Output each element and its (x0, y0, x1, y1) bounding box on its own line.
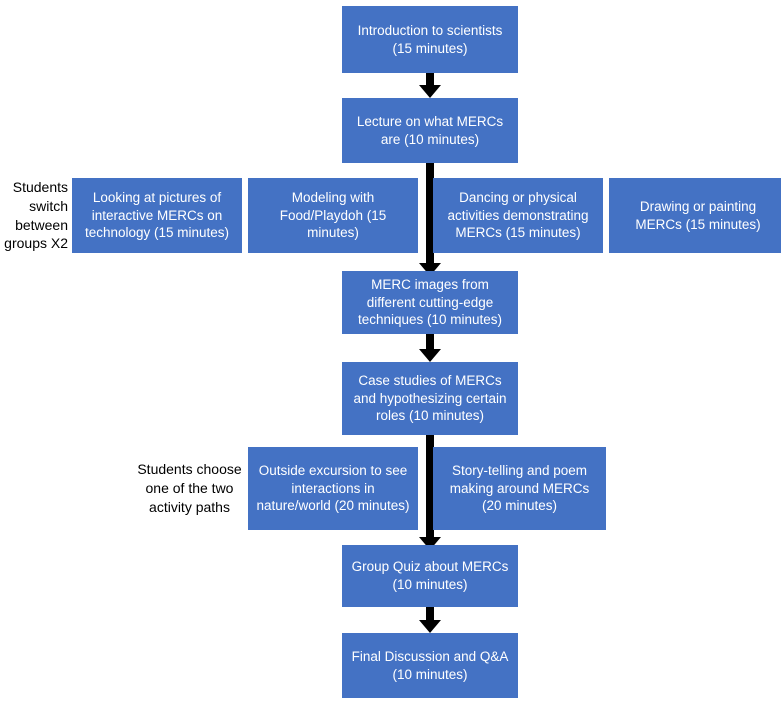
node-station-pictures[interactable]: Looking at pictures of interactive MERCs… (72, 178, 242, 253)
label-students-choose-path-text: Students choose one of the two activity … (137, 461, 242, 515)
node-path-story-telling[interactable]: Story-telling and poem making around MER… (433, 447, 606, 530)
node-path-outside-excursion-label: Outside excursion to see interactions in… (256, 462, 410, 514)
node-case-studies[interactable]: Case studies of MERCs and hypothesizing … (342, 362, 518, 435)
arrow-images-to-case-studies (417, 334, 443, 362)
arrow-quiz-to-final (417, 607, 443, 633)
node-station-drawing[interactable]: Drawing or painting MERCs (15 minutes) (609, 178, 781, 253)
node-merc-images[interactable]: MERC images from different cutting-edge … (342, 271, 518, 334)
node-introduction-label: Introduction to scientists (15 minutes) (357, 22, 503, 56)
arrow-lecture-to-stations (417, 163, 443, 276)
node-path-story-telling-label: Story-telling and poem making around MER… (449, 462, 590, 514)
node-station-pictures-label: Looking at pictures of interactive MERCs… (84, 189, 230, 241)
node-case-studies-label: Case studies of MERCs and hypothesizing … (353, 372, 507, 424)
label-students-switch-groups-text: Students switch between groups X2 (4, 179, 68, 252)
node-station-modeling[interactable]: Modeling with Food/Playdoh (15 minutes) (248, 178, 418, 253)
arrow-case-studies-to-paths (417, 435, 443, 550)
node-merc-images-label: MERC images from different cutting-edge … (357, 276, 503, 328)
node-lecture[interactable]: Lecture on what MERCs are (10 minutes) (342, 98, 518, 163)
label-students-choose-path: Students choose one of the two activity … (131, 447, 248, 530)
node-station-modeling-label: Modeling with Food/Playdoh (15 minutes) (279, 189, 387, 241)
node-group-quiz[interactable]: Group Quiz about MERCs (10 minutes) (342, 545, 518, 607)
node-final-discussion-label: Final Discussion and Q&A (10 minutes) (351, 648, 509, 682)
node-station-drawing-label: Drawing or painting MERCs (15 minutes) (635, 198, 761, 232)
label-students-switch-groups: Students switch between groups X2 (0, 178, 68, 253)
node-lecture-label: Lecture on what MERCs are (10 minutes) (356, 113, 504, 147)
arrow-intro-to-lecture (417, 73, 443, 98)
node-path-outside-excursion[interactable]: Outside excursion to see interactions in… (248, 447, 418, 530)
node-station-dancing-label: Dancing or physical activities demonstra… (447, 189, 589, 241)
node-group-quiz-label: Group Quiz about MERCs (10 minutes) (351, 559, 509, 592)
node-station-dancing[interactable]: Dancing or physical activities demonstra… (433, 178, 603, 253)
node-introduction[interactable]: Introduction to scientists (15 minutes) (342, 6, 518, 73)
node-final-discussion[interactable]: Final Discussion and Q&A (10 minutes) (342, 633, 518, 698)
